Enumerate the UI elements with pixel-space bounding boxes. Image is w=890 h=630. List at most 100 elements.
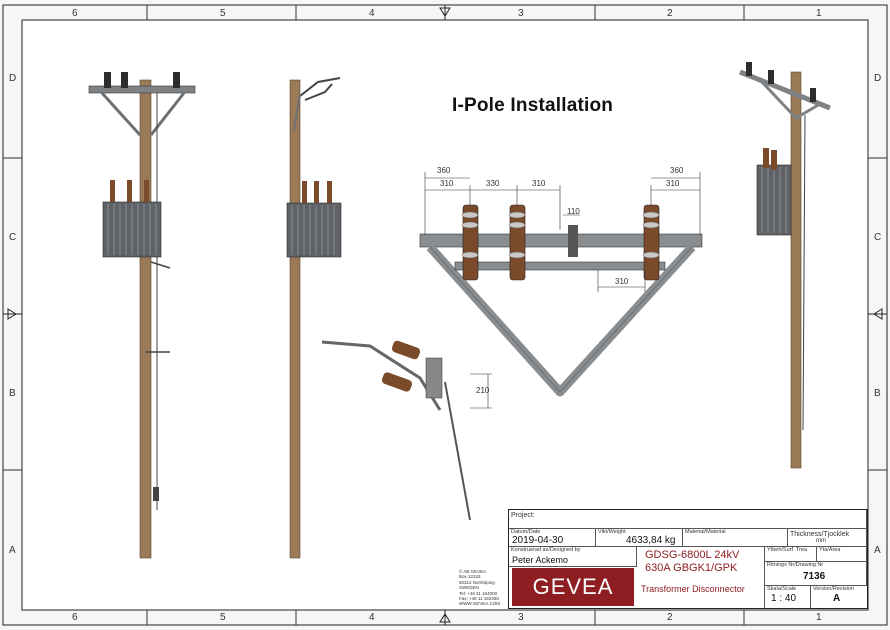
- operating-handle: [153, 487, 159, 501]
- thickness-cell: Thickness/Tjocklek mm: [788, 529, 867, 547]
- part-line-1: GDSG-6800L 24kV: [645, 549, 740, 561]
- thickness-unit: mm: [816, 538, 826, 544]
- area-cell: Yta/Area: [817, 547, 867, 562]
- date-value: 2019-04-30: [512, 535, 564, 546]
- grid-col-label: 2: [667, 8, 673, 19]
- grid-col-label: 5: [220, 612, 226, 623]
- dimension-label: 110: [567, 207, 580, 216]
- brace: [293, 93, 301, 131]
- revision-cell: Version/Revision A: [811, 586, 867, 608]
- company-line: © AB GEVEA: [459, 569, 487, 574]
- centering-marks: [3, 5, 887, 625]
- date-label: Datum/Date: [511, 529, 541, 535]
- wood-pole: [139, 79, 152, 559]
- designer-label: Konstruerad av/Designed by: [511, 547, 581, 553]
- grid-row-label: A: [9, 545, 16, 556]
- plan-view: [419, 172, 703, 397]
- pole-clamp: [568, 225, 578, 257]
- company-line: SWEDEN: [459, 585, 479, 591]
- drawing-no-cell: Ritnings Nr/Drawing Nr 7136: [765, 562, 867, 586]
- grid-col-label: 6: [72, 612, 78, 623]
- date-cell: Datum/Date 2019-04-30: [509, 529, 596, 547]
- gevea-logo: GEVEA: [512, 568, 634, 606]
- grid-col-label: 4: [369, 8, 375, 19]
- company-line: WWW.GEVEA.COM: [459, 601, 500, 607]
- grid-col-label: 3: [518, 8, 524, 19]
- weight-label: Vikt/Weight: [598, 529, 626, 535]
- operating-rod: [444, 381, 471, 521]
- drawing-no-label: Ritnings Nr/Drawing Nr: [767, 562, 824, 568]
- part-line-2: 630A GBGK1/GPK: [645, 562, 738, 574]
- mount-plate: [425, 357, 443, 399]
- grid-col-label: 1: [816, 612, 822, 623]
- grid-col-label: 6: [72, 8, 78, 19]
- transformer: [286, 181, 342, 258]
- scale-cell: Skala/Scale 1 : 40: [765, 586, 811, 608]
- project-cell: Project:: [509, 510, 867, 529]
- dimension-label: 330: [486, 179, 500, 188]
- wood-pole: [790, 71, 802, 469]
- crossarm: [88, 85, 196, 94]
- grid-row-label: B: [9, 388, 16, 399]
- drawing-title: I-Pole Installation: [452, 95, 614, 116]
- insulator-icon: [746, 62, 816, 102]
- wood-pole: [289, 79, 301, 559]
- grid-col-label: 5: [220, 8, 226, 19]
- disconnector-side: [299, 77, 341, 101]
- grid-row-label: A: [874, 545, 881, 556]
- material-label: Material/Material: [685, 529, 726, 535]
- description: Transformer Disconnector: [641, 584, 745, 594]
- crossarm-beam: [419, 233, 703, 248]
- company-line: Fax: +46 11 182260: [459, 596, 499, 602]
- grid-col-label: 1: [816, 8, 822, 19]
- designer-value: Peter Ackemo: [512, 555, 569, 565]
- revision-label: Version/Revision: [813, 586, 854, 592]
- insulator-icon: [461, 211, 660, 259]
- grid-col-label: 4: [369, 612, 375, 623]
- lower-beam: [454, 261, 666, 271]
- insulator-icon: [381, 340, 421, 392]
- dimension-label: 310: [440, 179, 454, 188]
- detail-view: [321, 340, 492, 521]
- dimension-label: 210: [476, 386, 490, 395]
- dimension-lines: [470, 373, 492, 409]
- project-label: Project:: [511, 512, 535, 519]
- down-conductor: [802, 114, 806, 431]
- scale-value: 1 : 40: [771, 593, 797, 604]
- grid-row-label: D: [874, 73, 882, 84]
- v-brace: [758, 78, 821, 120]
- dimension-lines: [424, 172, 701, 292]
- company-line: 60312 Norrköping: [459, 579, 495, 585]
- area-label: Yta/Area: [819, 547, 841, 553]
- bracket: [150, 261, 171, 269]
- surface-label: Ytbeh/Surf. Trea: [767, 547, 808, 553]
- dimension-label: 360: [670, 166, 684, 175]
- grid-col-label: 3: [518, 612, 524, 623]
- drawing-no-value: 7136: [803, 571, 826, 582]
- material-cell: Material/Material: [683, 529, 788, 547]
- revision-value: A: [833, 593, 841, 604]
- company-line: Box 12243: [459, 574, 481, 580]
- scale-label: Skala/Scale: [767, 586, 797, 592]
- grid-row-label: D: [9, 73, 17, 84]
- front-view-pole: [88, 72, 196, 559]
- transformer: [102, 180, 162, 258]
- insulator-icon: [104, 72, 180, 88]
- weight-value: 4633,84 kg: [626, 535, 676, 546]
- grid-ticks: [3, 5, 887, 625]
- thickness-label: Thickness/Tjocklek: [790, 531, 850, 538]
- part-cell: GDSG-6800L 24kV 630A GBGK1/GPK Transform…: [637, 547, 765, 608]
- dimension-label: 310: [532, 179, 546, 188]
- designer-cell: Konstruerad av/Designed by Peter Ackemo: [509, 547, 637, 567]
- grid-col-label: 2: [667, 612, 673, 623]
- grid-row-label: C: [874, 232, 882, 243]
- weight-cell: Vikt/Weight 4633,84 kg: [596, 529, 683, 547]
- grid-row-label: B: [874, 388, 881, 399]
- company-line: Tel: +46 11 184000: [459, 590, 498, 596]
- iso-view-pole: [739, 62, 831, 469]
- dimension-label: 360: [437, 166, 451, 175]
- grid-row-label: C: [9, 232, 17, 243]
- company-address: © AB GEVEA Box 12243 60312 Norrköping SW…: [459, 569, 500, 607]
- dimension-label: 310: [666, 179, 680, 188]
- surface-cell: Ytbeh/Surf. Trea: [765, 547, 817, 562]
